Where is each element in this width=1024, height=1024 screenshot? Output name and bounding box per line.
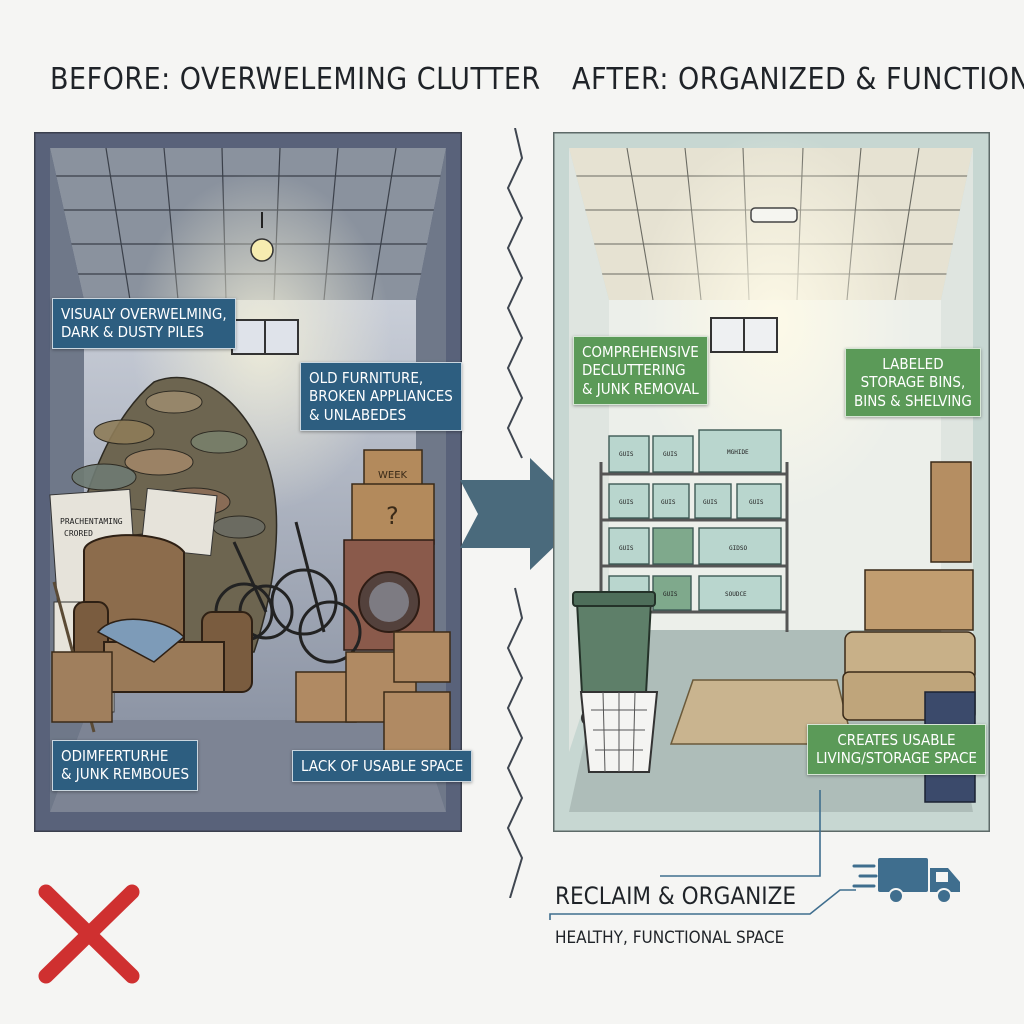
label-visually-line-1: VISUALY OVERWELMING, xyxy=(61,305,227,323)
label-visually-overwhelming: VISUALY OVERWELMING, DARK & DUSTY PILES xyxy=(52,298,236,349)
workbench xyxy=(864,569,974,631)
before-room-illustration: PRACHENTAMING CRORED WEEK ? xyxy=(34,132,462,832)
after-panel: GUIS GUIS MGHIDE GUIS GUIS GUIS GUIS GUI… xyxy=(553,132,990,832)
label-usable-space: CREATES USABLE LIVING/STORAGE SPACE xyxy=(807,724,986,775)
bin-label-7: GUIS xyxy=(749,499,764,506)
before-panel: PRACHENTAMING CRORED WEEK ? xyxy=(34,132,473,832)
label-decluttering-line-3: & JUNK REMOVAL xyxy=(582,379,699,398)
label-old-furniture: OLD FURNITURE, BROKEN APPLIANCES & UNLAB… xyxy=(300,362,462,431)
ceiling-light-icon xyxy=(750,207,798,223)
bin-label-5: GUIS xyxy=(661,499,676,506)
newspaper-text-1: PRACHENTAMING xyxy=(60,517,123,526)
label-comprehensive-decluttering: COMPREHENSIVE DECLUTTERING & JUNK REMOVA… xyxy=(573,336,708,405)
label-furniture-line-2: BROKEN APPLIANCES xyxy=(309,387,453,406)
label-furniture-line-1: OLD FURNITURE, xyxy=(309,369,424,387)
label-storage-line-1: LABELED xyxy=(882,355,944,373)
connector-line xyxy=(549,790,856,920)
reclaim-title: RECLAIM & ORGANIZE xyxy=(555,882,797,910)
pegboard xyxy=(930,461,972,563)
label-decluttering-line-1: COMPREHENSIVE xyxy=(582,343,699,361)
label-storage-line-2: STORAGE BINS, xyxy=(860,373,966,392)
after-room-illustration: GUIS GUIS MGHIDE GUIS GUIS GUIS GUIS GUI… xyxy=(553,132,990,832)
red-x-icon xyxy=(38,884,140,984)
label-junk-line-2: & JUNK REMBOUES xyxy=(61,765,190,784)
bin-label-9: GIDSO xyxy=(729,545,747,552)
label-lack-of-space: LACK OF USABLE SPACE xyxy=(292,750,473,783)
bin-label-6: GUIS xyxy=(703,499,718,506)
bin-label-10: GUIS xyxy=(663,591,678,598)
after-heading: AFTER: ORGANIZED & FUNCTIONAL xyxy=(572,62,1024,97)
bin-label-1: GUIS xyxy=(619,451,634,458)
label-junk-line-1: ODIMFERTURHE xyxy=(61,747,169,765)
label-visually-line-2: DARK & DUSTY PILES xyxy=(61,323,205,342)
label-decluttering-line-2: DECLUTTERING xyxy=(582,361,686,380)
delivery-truck-icon xyxy=(852,858,960,904)
label-storage-line-3: BINS & SHELVING xyxy=(854,391,972,410)
light-bulb-icon xyxy=(250,238,274,262)
box-mark-question: ? xyxy=(386,502,399,530)
zigzag-divider xyxy=(506,128,524,898)
newspaper-text-2: CRORED xyxy=(64,529,93,538)
bin-label-3: MGHIDE xyxy=(727,449,749,456)
reclaim-subtitle: HEALTHY, FUNCTIONAL SPACE xyxy=(555,928,785,948)
label-junk-removal: ODIMFERTURHE & JUNK REMBOUES xyxy=(52,740,199,791)
label-furniture-line-3: & UNLABEDES xyxy=(309,405,407,424)
label-living-line-2: LIVING/STORAGE SPACE xyxy=(816,749,977,768)
label-space-line-1: LACK OF USABLE SPACE xyxy=(301,757,464,775)
storage-shelving: GUIS GUIS MGHIDE GUIS GUIS GUIS GUIS GUI… xyxy=(599,429,789,632)
laundry-basket-icon xyxy=(579,691,659,773)
label-labeled-storage: LABELED STORAGE BINS, BINS & SHELVING xyxy=(845,348,981,417)
bin-label-11: SOUDCE xyxy=(725,591,747,598)
bin-label-8: GUIS xyxy=(619,545,634,552)
recycling-bin-icon xyxy=(572,591,656,726)
bin-label-2: GUIS xyxy=(663,451,678,458)
box-mark-week: WEEK xyxy=(378,470,408,481)
before-heading: BEFORE: OVERWELEMING CLUTTER xyxy=(50,62,541,97)
bin-label-4: GUIS xyxy=(619,499,634,506)
label-living-line-1: CREATES USABLE xyxy=(837,731,956,749)
